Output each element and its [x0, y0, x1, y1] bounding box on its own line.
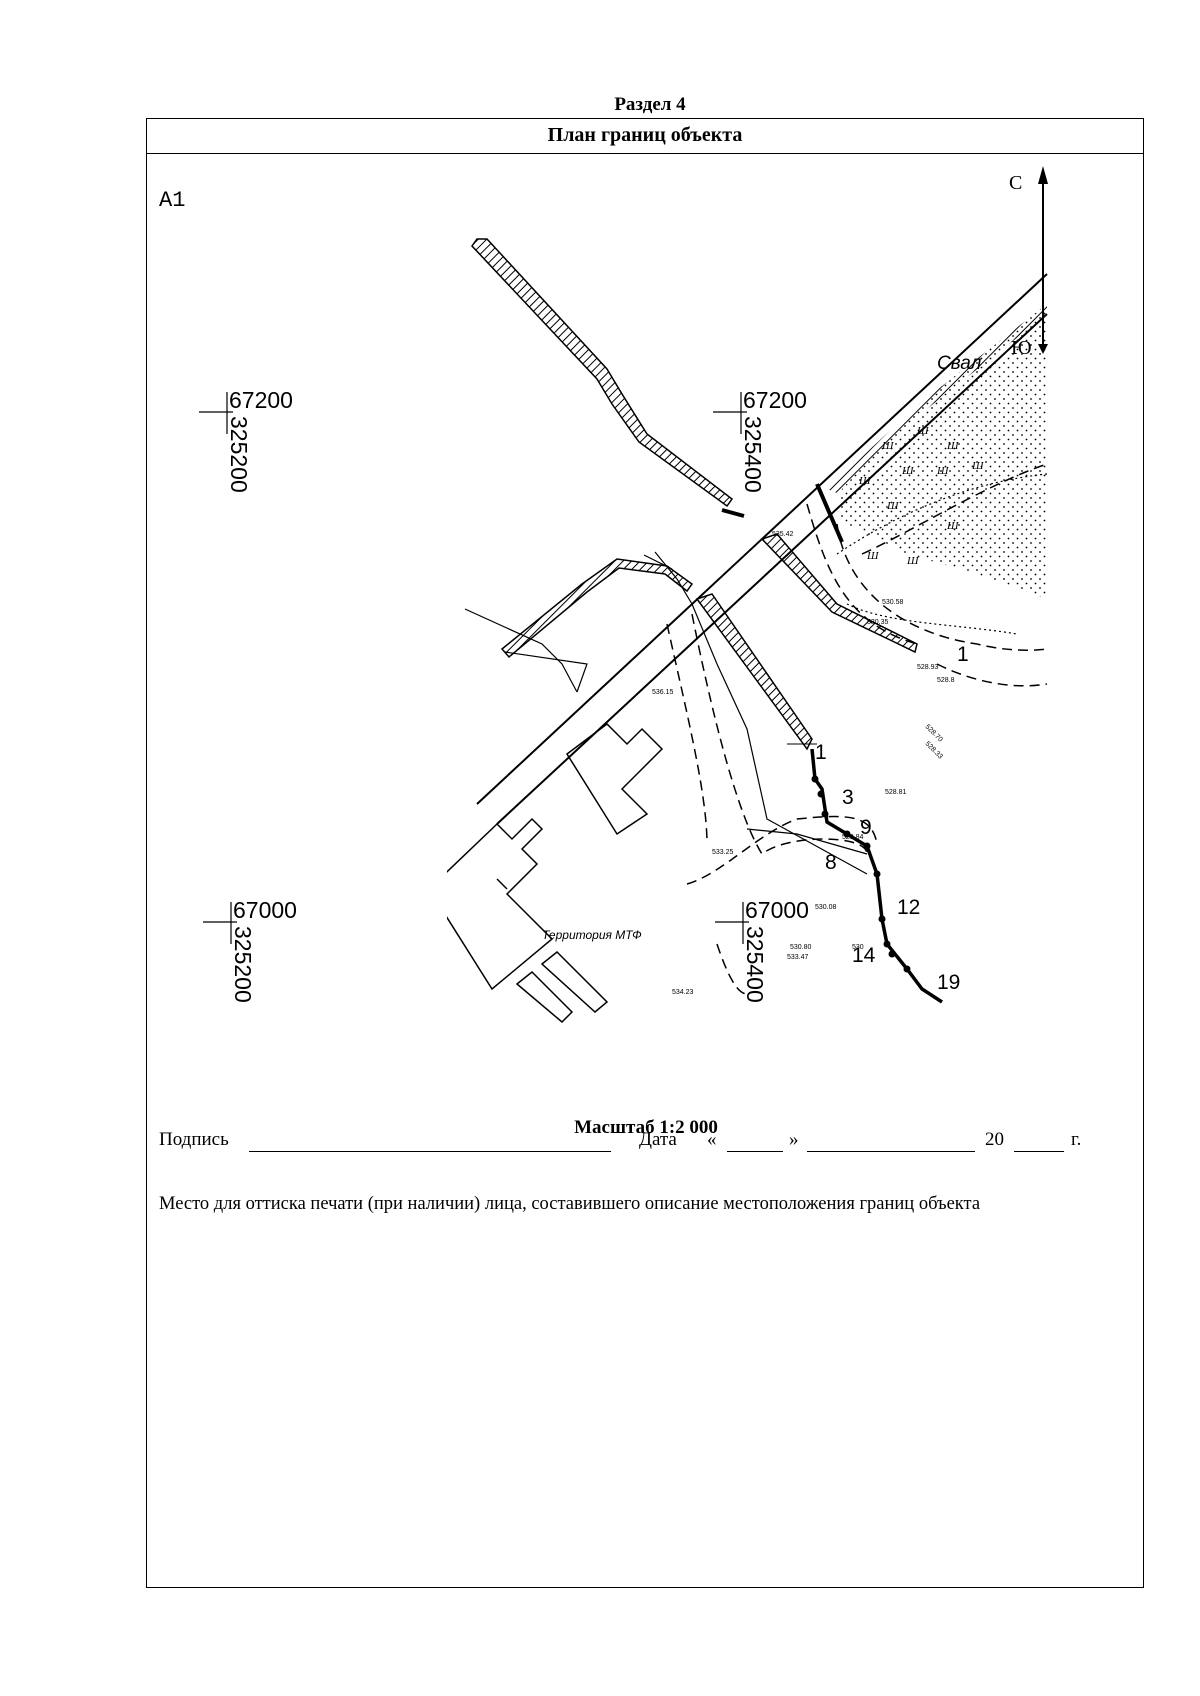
- svg-text:528.8: 528.8: [937, 677, 955, 684]
- point-label: 12: [897, 896, 920, 919]
- svg-text:528.81: 528.81: [885, 789, 907, 796]
- quote-close: »: [789, 1129, 799, 1150]
- signature-label: Подпись: [159, 1129, 229, 1150]
- svg-text:528.93: 528.93: [917, 664, 939, 671]
- date-label: Дата: [639, 1129, 677, 1150]
- dump-area: [837, 304, 1047, 599]
- grid-y-label: 325200: [230, 926, 256, 1003]
- svg-text:Ш: Ш: [946, 520, 959, 532]
- object-boundary: [787, 743, 943, 1004]
- access-paths: [464, 551, 868, 875]
- plan-sheet: План границ объекта А1 С Ю: [146, 118, 1144, 1588]
- signature-row: Подпись Дата « » 20 г.: [159, 1129, 1123, 1159]
- svg-text:534.23: 534.23: [672, 989, 694, 996]
- month-line[interactable]: [807, 1151, 975, 1152]
- grid-x-label: 67200: [743, 387, 807, 413]
- svg-text:Ш: Ш: [881, 440, 894, 452]
- svg-text:528.33: 528.33: [924, 740, 944, 760]
- svg-text:528.70: 528.70: [924, 723, 944, 743]
- svg-text:Ш: Ш: [946, 440, 959, 452]
- svg-text:530.35: 530.35: [867, 619, 889, 626]
- point-label: 1: [815, 741, 827, 764]
- grid-x-label: 67000: [745, 897, 809, 923]
- point-label: 19: [937, 971, 960, 994]
- svg-text:Ш: Ш: [886, 500, 899, 512]
- embankment: [471, 238, 918, 751]
- stamp-note: Место для оттиска печати (при наличии) л…: [159, 1194, 981, 1214]
- point-label: 1: [957, 643, 969, 666]
- point-label: 9: [860, 816, 872, 839]
- boundary-points: 1 3 9 8 12 14 19 1: [815, 643, 969, 994]
- quote-open: «: [707, 1129, 717, 1150]
- svg-text:Ш: Ш: [858, 475, 871, 487]
- grid-y-label: 325400: [742, 926, 768, 1003]
- svg-text:Ш: Ш: [936, 465, 949, 477]
- svg-text:535.42: 535.42: [772, 531, 794, 538]
- day-line[interactable]: [727, 1151, 783, 1152]
- point-label: 3: [842, 786, 854, 809]
- svg-text:Ш: Ш: [901, 465, 914, 477]
- point-label: 14: [852, 944, 876, 967]
- grid-cross-3: 67000 325200: [203, 897, 297, 1003]
- dump-area-label: Свал: [937, 353, 982, 374]
- year-suffix: г.: [1071, 1129, 1082, 1150]
- svg-text:Ш: Ш: [866, 550, 879, 562]
- svg-text:530: 530: [852, 944, 864, 951]
- svg-text:Ш: Ш: [916, 425, 929, 437]
- point-label: 8: [825, 851, 837, 874]
- svg-text:Ш: Ш: [971, 460, 984, 472]
- svg-text:Ш: Ш: [906, 555, 919, 567]
- grid-cross-4: 67000 325400: [715, 897, 809, 1003]
- grid-x-label: 67200: [229, 387, 293, 413]
- year-prefix: 20: [985, 1129, 1004, 1150]
- contour-lines: [666, 463, 1048, 995]
- grid-x-label: 67000: [233, 897, 297, 923]
- grid-cross-2: 67200 325400: [713, 387, 807, 493]
- svg-text:533.25: 533.25: [712, 849, 734, 856]
- svg-text:530.80: 530.80: [790, 944, 812, 951]
- year-line[interactable]: [1014, 1151, 1064, 1152]
- svg-text:530.08: 530.08: [815, 904, 837, 911]
- sheet-title: План границ объекта: [147, 119, 1143, 154]
- map-canvas: А1 С Ю 67200 325200 67200 325400: [159, 166, 1048, 1024]
- territory-label: Территория МТФ: [542, 928, 642, 942]
- grid-y-label: 325200: [226, 416, 252, 493]
- grid-y-label: 325400: [740, 416, 766, 493]
- buildings: [447, 723, 664, 1024]
- signature-line[interactable]: [249, 1151, 611, 1152]
- sheet-label: А1: [159, 188, 185, 213]
- svg-text:533.47: 533.47: [787, 954, 809, 961]
- svg-text:536.15: 536.15: [652, 689, 674, 696]
- north-label: С: [1009, 172, 1022, 194]
- svg-text:530.58: 530.58: [882, 599, 904, 606]
- svg-text:528.84: 528.84: [842, 834, 864, 841]
- section-label: Раздел 4: [614, 94, 686, 115]
- grid-cross-1: 67200 325200: [199, 387, 293, 493]
- boundary-map: А1 С Ю 67200 325200 67200 325400: [147, 154, 1145, 1138]
- map-scale: Масштаб 1:2 000: [574, 1117, 718, 1138]
